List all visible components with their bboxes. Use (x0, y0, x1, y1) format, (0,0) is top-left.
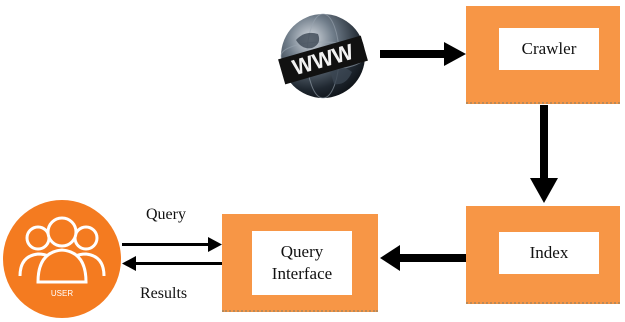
crawler-box: Crawler (466, 6, 620, 104)
query-interface-box: Query Interface (222, 214, 378, 312)
query-interface-line1: Query (280, 242, 324, 261)
query-arrow-label: Query (146, 206, 186, 223)
arrow-user-to-query-interface (122, 237, 222, 252)
user-label: USER (51, 289, 73, 298)
index-label: Index (499, 232, 599, 274)
crawler-label: Crawler (499, 28, 599, 70)
arrow-query-interface-to-user (122, 256, 222, 271)
query-interface-label: Query Interface (252, 231, 352, 295)
globe-www-text: WWW (289, 39, 356, 80)
query-interface-line2: Interface (271, 264, 333, 283)
arrow-index-to-query-interface (380, 245, 466, 271)
arrow-crawler-to-index (530, 105, 558, 203)
results-arrow-label: Results (140, 285, 188, 302)
index-label-text: Index (529, 243, 569, 262)
index-box: Index (466, 206, 620, 304)
arrow-www-to-crawler (380, 42, 466, 66)
